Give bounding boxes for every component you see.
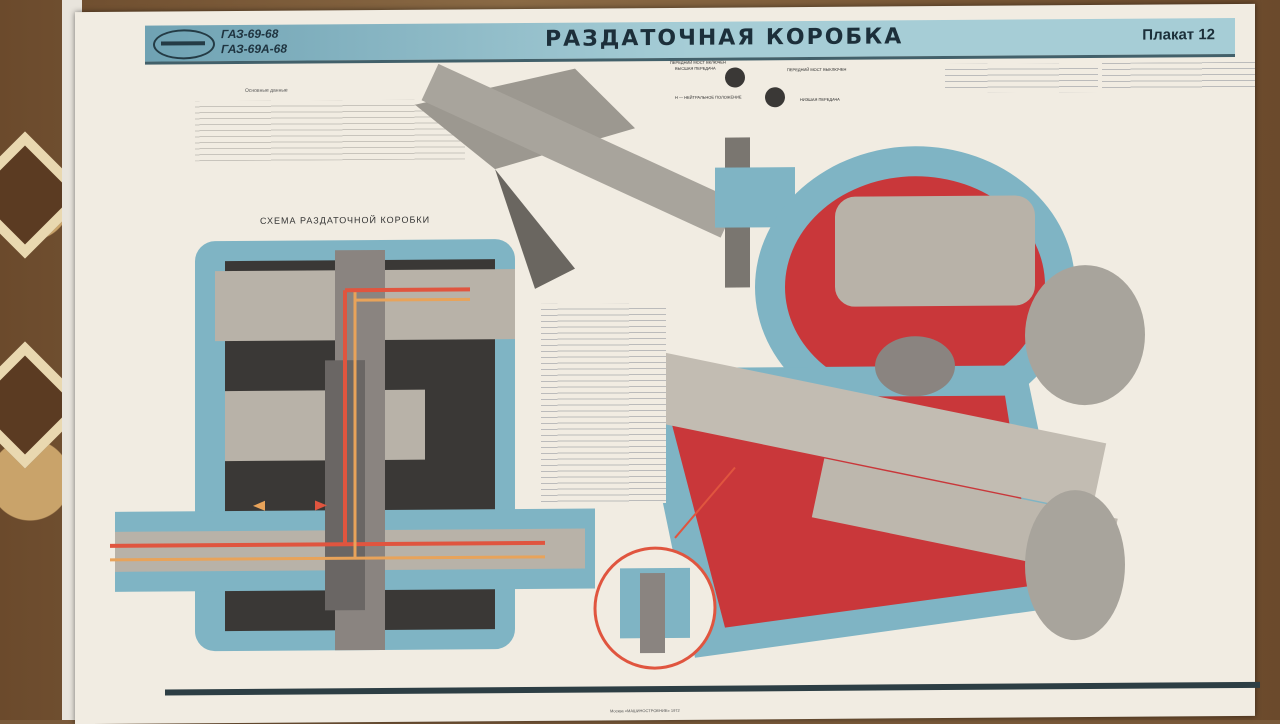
scheme-casing (110, 239, 595, 652)
lever-label-neutral: Н — НЕЙТРАЛЬНОЕ ПОЛОЖЕНИЕ (675, 94, 742, 100)
lever-label-front-on: ПЕРЕДНИЙ МОСТ ВКЛЮЧЕН (670, 59, 726, 65)
lever-label-high: ВЫСШАЯ ПЕРЕДАЧА (675, 65, 716, 71)
caption-lines (541, 302, 666, 504)
poster: ГАЗ-69-68 ГАЗ-69А-68 РАЗДАТОЧНАЯ КОРОБКА… (75, 3, 1260, 724)
lever-label-front-off: ПЕРЕДНИЙ МОСТ ВЫКЛЮЧЕН (787, 66, 847, 73)
parts-legend (945, 61, 1255, 94)
cutaway-casing (631, 146, 1145, 658)
detail-inset (593, 466, 736, 670)
shift-mechanism (415, 63, 795, 289)
parts-caption-list (541, 302, 666, 504)
transfer-case-drawing (110, 63, 1145, 670)
lever-label-low: НИЗШАЯ ПЕРЕДАЧА (800, 96, 840, 103)
publisher: Москва «МАШИНОСТРОЕНИЕ» 1972 (610, 707, 680, 714)
legend-lines (945, 61, 1255, 94)
